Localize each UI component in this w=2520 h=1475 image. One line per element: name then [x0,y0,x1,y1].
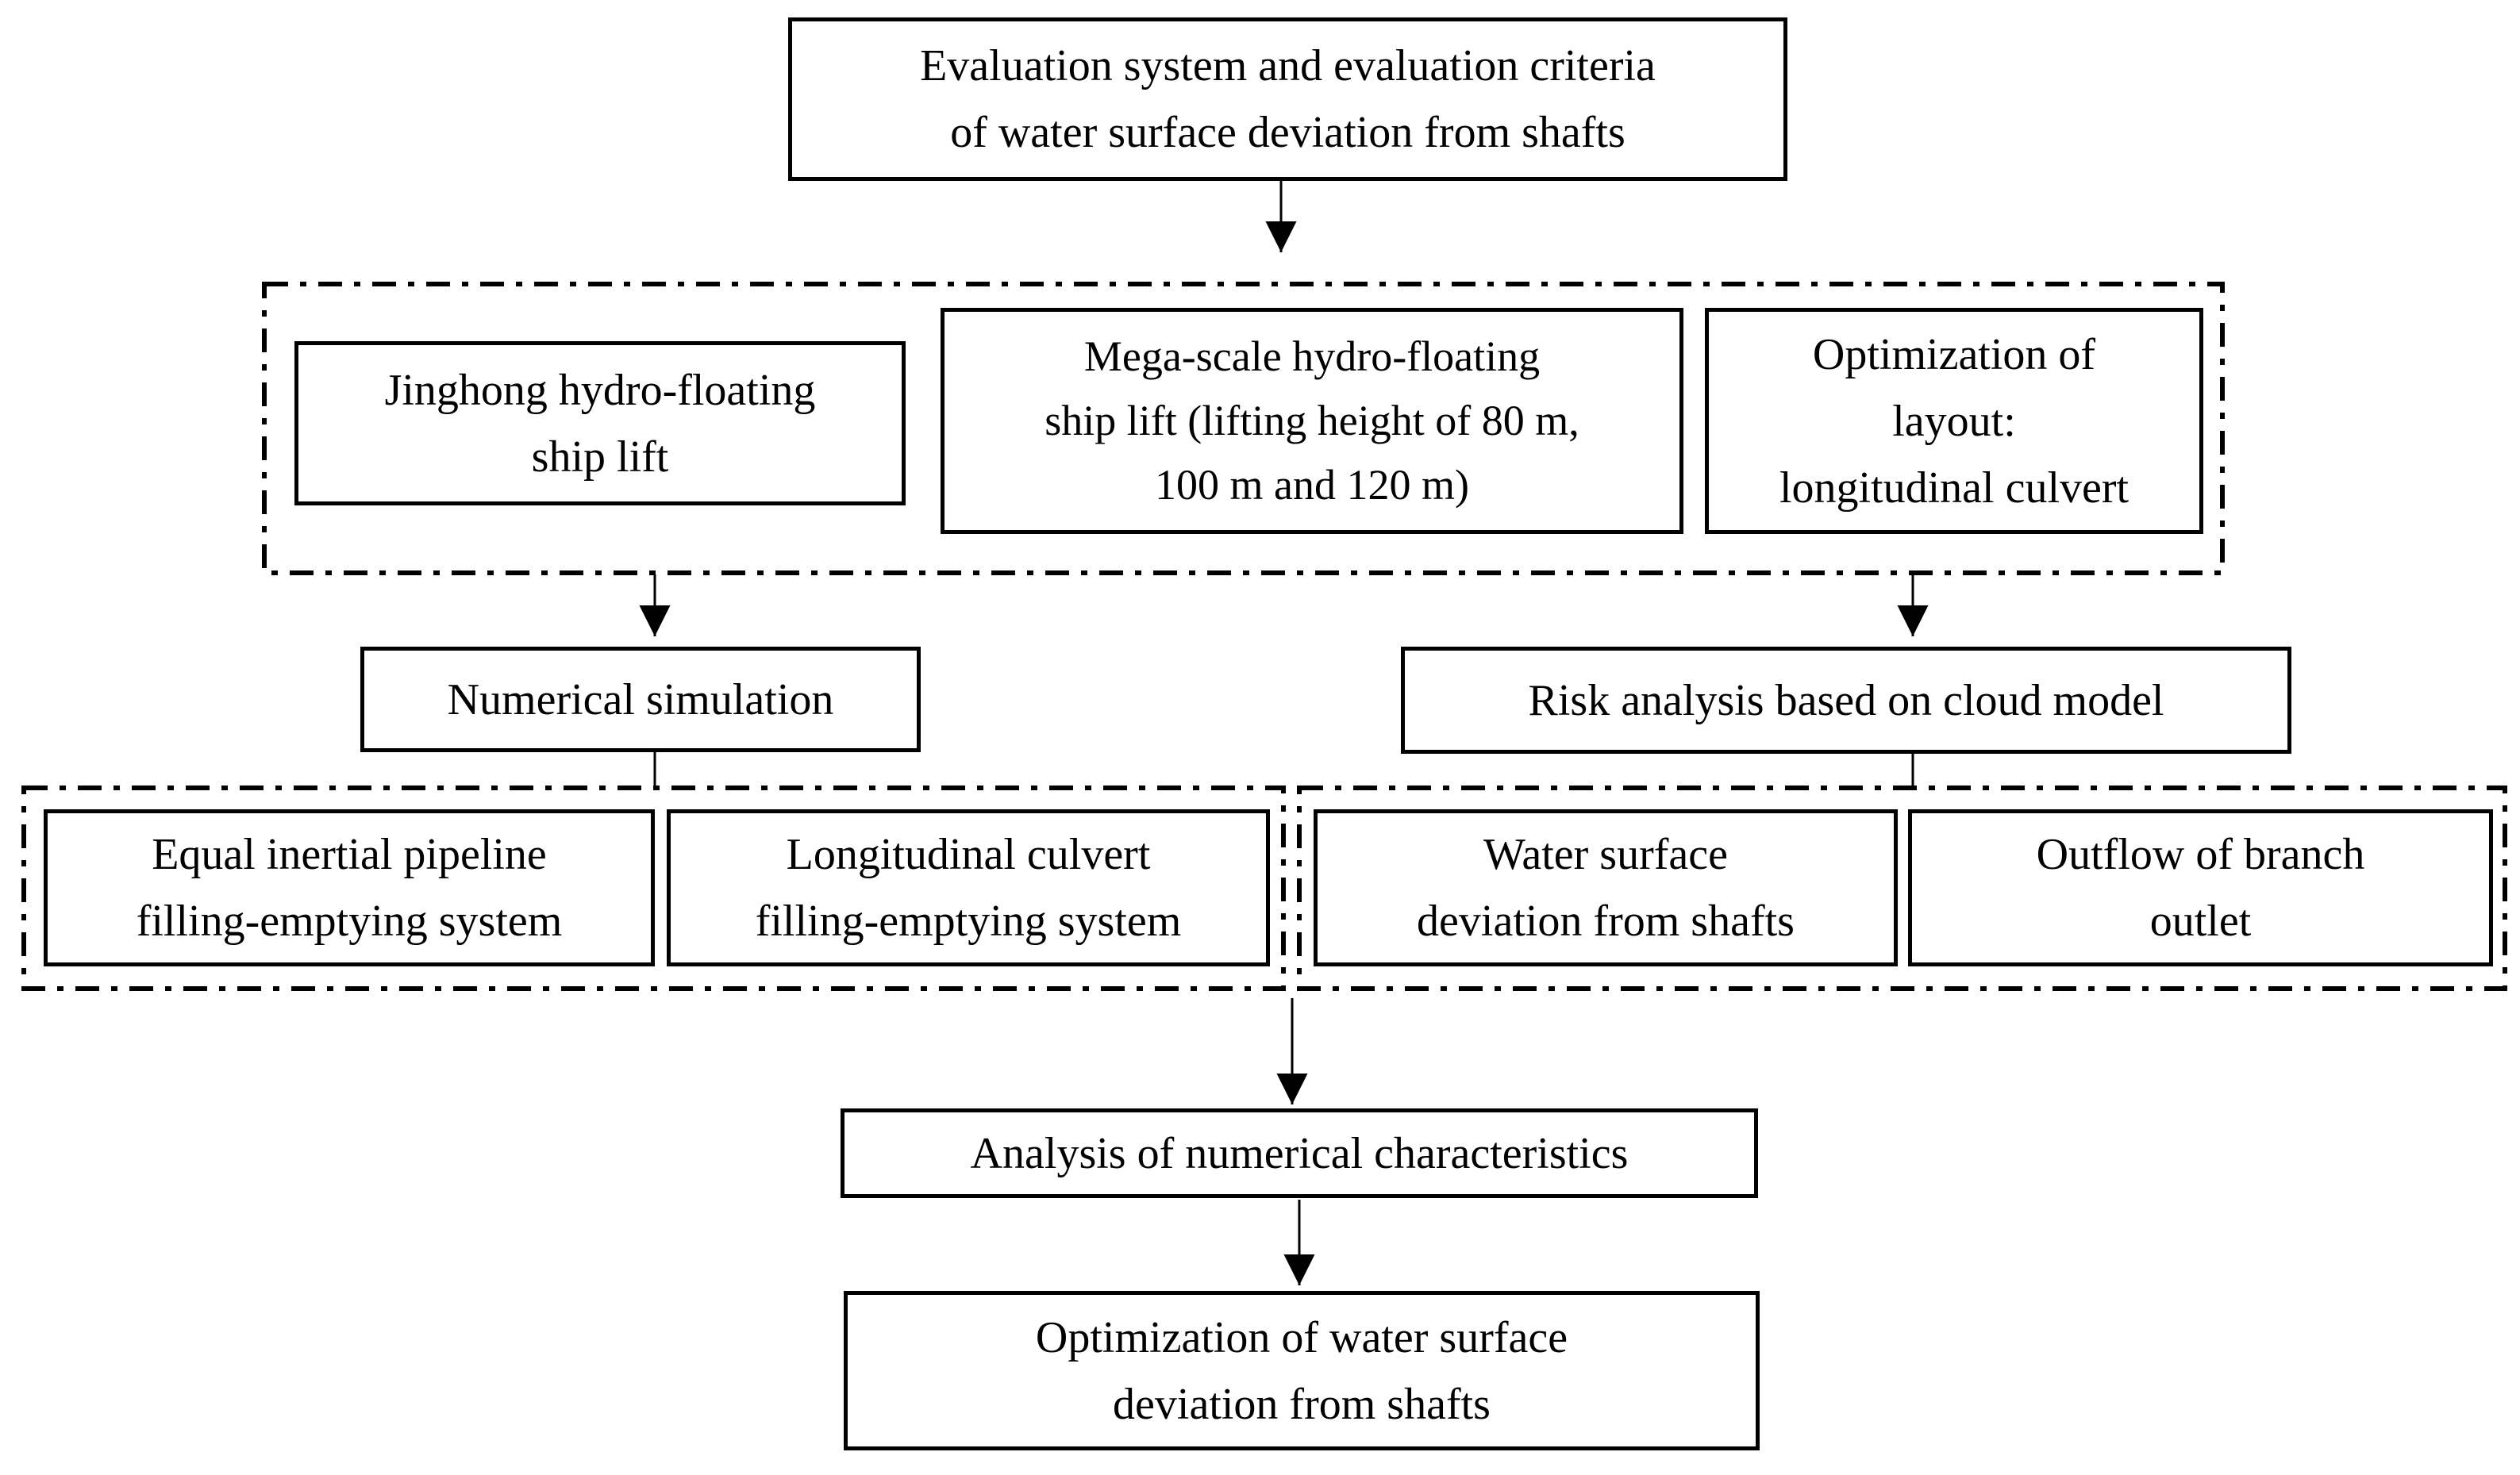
node-text-line: of water surface deviation from shafts [950,108,1625,157]
group-border-filling-emptying-systems [21,786,1286,991]
node-text-line: Equal inertial pipeline [152,830,547,879]
node-text-line: ship lift [531,432,669,482]
node-text-line: deviation from shafts [1417,897,1795,946]
node-optimization-water-surface: Optimization of water surface deviation … [844,1291,1760,1450]
node-text-line: outlet [2149,897,2252,946]
node-text-line: Jinghong hydro-floating [384,365,816,415]
node-numerical-simulation: Numerical simulation [360,647,921,752]
node-text-line: layout: [1892,396,2016,446]
node-text-line: longitudinal culvert [1779,463,2129,513]
node-text-line: Mega-scale hydro-floating [1083,332,1541,380]
node-text-line: Evaluation system and evaluation criteri… [920,41,1656,90]
node-text-line: Optimization of [1812,329,2096,379]
node-evaluation-system: Evaluation system and evaluation criteri… [788,17,1787,181]
node-analysis-numerical-characteristics: Analysis of numerical characteristics [841,1108,1758,1198]
node-text-line: ship lift (lifting height of 80 m, [1045,397,1579,444]
node-mega-scale-ship-lift: Mega-scale hydro-floating ship lift (lif… [941,308,1683,534]
node-optimization-of-layout: Optimization of layout: longitudinal cul… [1705,308,2203,534]
node-text-line: Outflow of branch [2036,830,2365,879]
node-text-line: Risk analysis based on cloud model [1528,675,2164,725]
node-jinghong-ship-lift: Jinghong hydro-floating ship lift [294,341,906,505]
node-text-line: Numerical simulation [447,674,834,724]
node-text-line: Optimization of water surface [1035,1312,1568,1362]
node-text-line: filling-emptying system [755,897,1182,946]
node-text-line: 100 m and 120 m) [1155,461,1469,509]
node-risk-analysis: Risk analysis based on cloud model [1401,647,2291,754]
node-text-line: Water surface [1483,830,1728,879]
node-text-line: Longitudinal culvert [786,830,1151,879]
node-water-surface-deviation: Water surface deviation from shafts [1314,809,1898,966]
group-border-risk-indicators [1297,786,2507,991]
node-text-line: Analysis of numerical characteristics [970,1128,1629,1178]
node-outflow-branch-outlet: Outflow of branch outlet [1908,809,2493,966]
node-text-line: deviation from shafts [1113,1379,1491,1429]
node-equal-inertial-pipeline: Equal inertial pipeline filling-emptying… [44,809,655,966]
node-longitudinal-culvert-system: Longitudinal culvert filling-emptying sy… [667,809,1270,966]
group-border-study-objects [262,282,2225,575]
node-text-line: filling-emptying system [136,897,563,946]
